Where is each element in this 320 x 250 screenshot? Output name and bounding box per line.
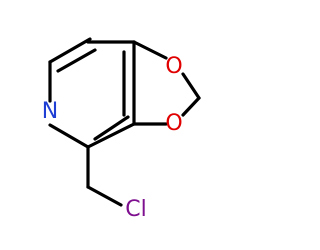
molecule-diagram: N O O Cl: [42, 37, 201, 222]
bond-c7a-o1: [132, 40, 168, 60]
oxygen-top-label: O: [165, 54, 182, 79]
bond-c4-c3a: [86, 122, 136, 149]
bond-c7-c6: [48, 37, 92, 64]
chlorine-label: Cl: [125, 197, 146, 222]
bond-o1-c2: [181, 72, 201, 100]
nitrogen-label: N: [42, 99, 58, 124]
oxygen-bottom-label: O: [165, 111, 182, 136]
bond-c7-c6-double: [56, 48, 97, 73]
bond-n-c4-left: [48, 123, 90, 149]
bond-c4-c3a-double: [93, 115, 130, 141]
bond-c2-o3: [181, 96, 201, 117]
bond-ch2-cl: [86, 185, 123, 207]
structure-canvas: N O O Cl: [42, 37, 201, 222]
